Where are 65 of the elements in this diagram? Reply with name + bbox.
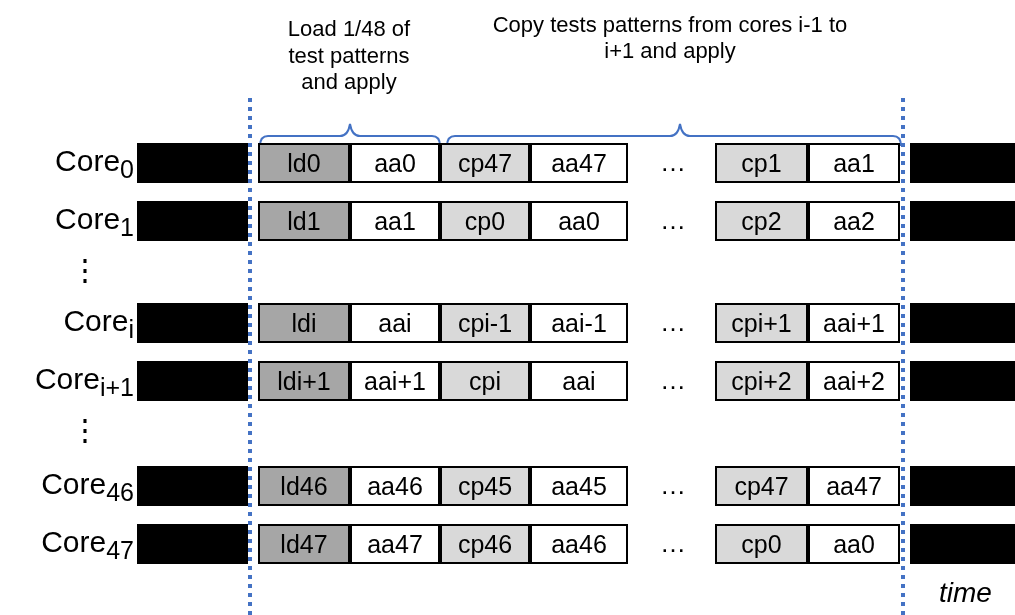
apply-cell: aa1 (808, 143, 900, 183)
idle-bar (137, 201, 248, 241)
ellipsis: … (660, 528, 686, 560)
load-cell: ld46 (258, 466, 350, 506)
idle-bar (910, 361, 1015, 401)
apply-cell: aa47 (530, 143, 628, 183)
apply-cell: aai+1 (808, 303, 900, 343)
apply-cell: aa0 (530, 201, 628, 241)
copy-cell: cp45 (440, 466, 530, 506)
load-cell: ldi (258, 303, 350, 343)
copy-cell: cp46 (440, 524, 530, 564)
axis-label: time (939, 576, 992, 610)
apply-cell: aa46 (530, 524, 628, 564)
apply-cell: aa46 (350, 466, 440, 506)
idle-bar (137, 143, 248, 183)
row-label: Core$_{1}$ (55, 200, 134, 242)
apply-cell: aai-1 (530, 303, 628, 343)
annotation: Load 1/48 of test patterns and apply (286, 16, 412, 96)
apply-cell: aa47 (808, 466, 900, 506)
ellipsis: … (660, 470, 686, 502)
apply-cell: aai (350, 303, 440, 343)
apply-cell: aa2 (808, 201, 900, 241)
load-cell: ld1 (258, 201, 350, 241)
ellipsis: … (660, 147, 686, 179)
idle-bar (137, 524, 248, 564)
copy-cell: cpi (440, 361, 530, 401)
row-label: Core$_{i}$ (63, 302, 134, 344)
idle-bar (910, 466, 1015, 506)
annotation: Copy tests patterns from cores i-1 to i+1 and apply (491, 11, 849, 65)
apply-cell: aai+1 (350, 361, 440, 401)
load-cell: ld47 (258, 524, 350, 564)
idle-bar (910, 303, 1015, 343)
vertical-ellipsis: ⋮ (70, 412, 100, 448)
apply-cell: aa47 (350, 524, 440, 564)
idle-bar (137, 303, 248, 343)
ellipsis: … (660, 205, 686, 237)
load-cell: ld0 (258, 143, 350, 183)
copy-cell: cpi+2 (715, 361, 808, 401)
copy-cell: cp2 (715, 201, 808, 241)
vertical-ellipsis: ⋮ (70, 252, 100, 288)
load-cell: ldi+1 (258, 361, 350, 401)
copy-cell: cp1 (715, 143, 808, 183)
idle-bar (137, 466, 248, 506)
copy-cell: cp0 (715, 524, 808, 564)
copy-cell: cp47 (440, 143, 530, 183)
apply-cell: aa0 (350, 143, 440, 183)
apply-cell: aa0 (808, 524, 900, 564)
idle-bar (910, 201, 1015, 241)
apply-cell: aai (530, 361, 628, 401)
row-label: Core$_{i+1}$ (34, 360, 134, 402)
idle-bar (137, 361, 248, 401)
ellipsis: … (660, 307, 686, 339)
apply-cell: aa45 (530, 466, 628, 506)
apply-cell: aai+2 (808, 361, 900, 401)
row-label: Core$_{0}$ (55, 142, 134, 184)
apply-cell: aa1 (350, 201, 440, 241)
copy-cell: cp0 (440, 201, 530, 241)
ellipsis: … (660, 365, 686, 397)
row-label: Core$_{47}$ (41, 523, 134, 565)
copy-cell: cpi+1 (715, 303, 808, 343)
copy-cell: cp47 (715, 466, 808, 506)
row-label: Core$_{46}$ (41, 465, 134, 507)
copy-cell: cpi-1 (440, 303, 530, 343)
idle-bar (910, 524, 1015, 564)
idle-bar (910, 143, 1015, 183)
